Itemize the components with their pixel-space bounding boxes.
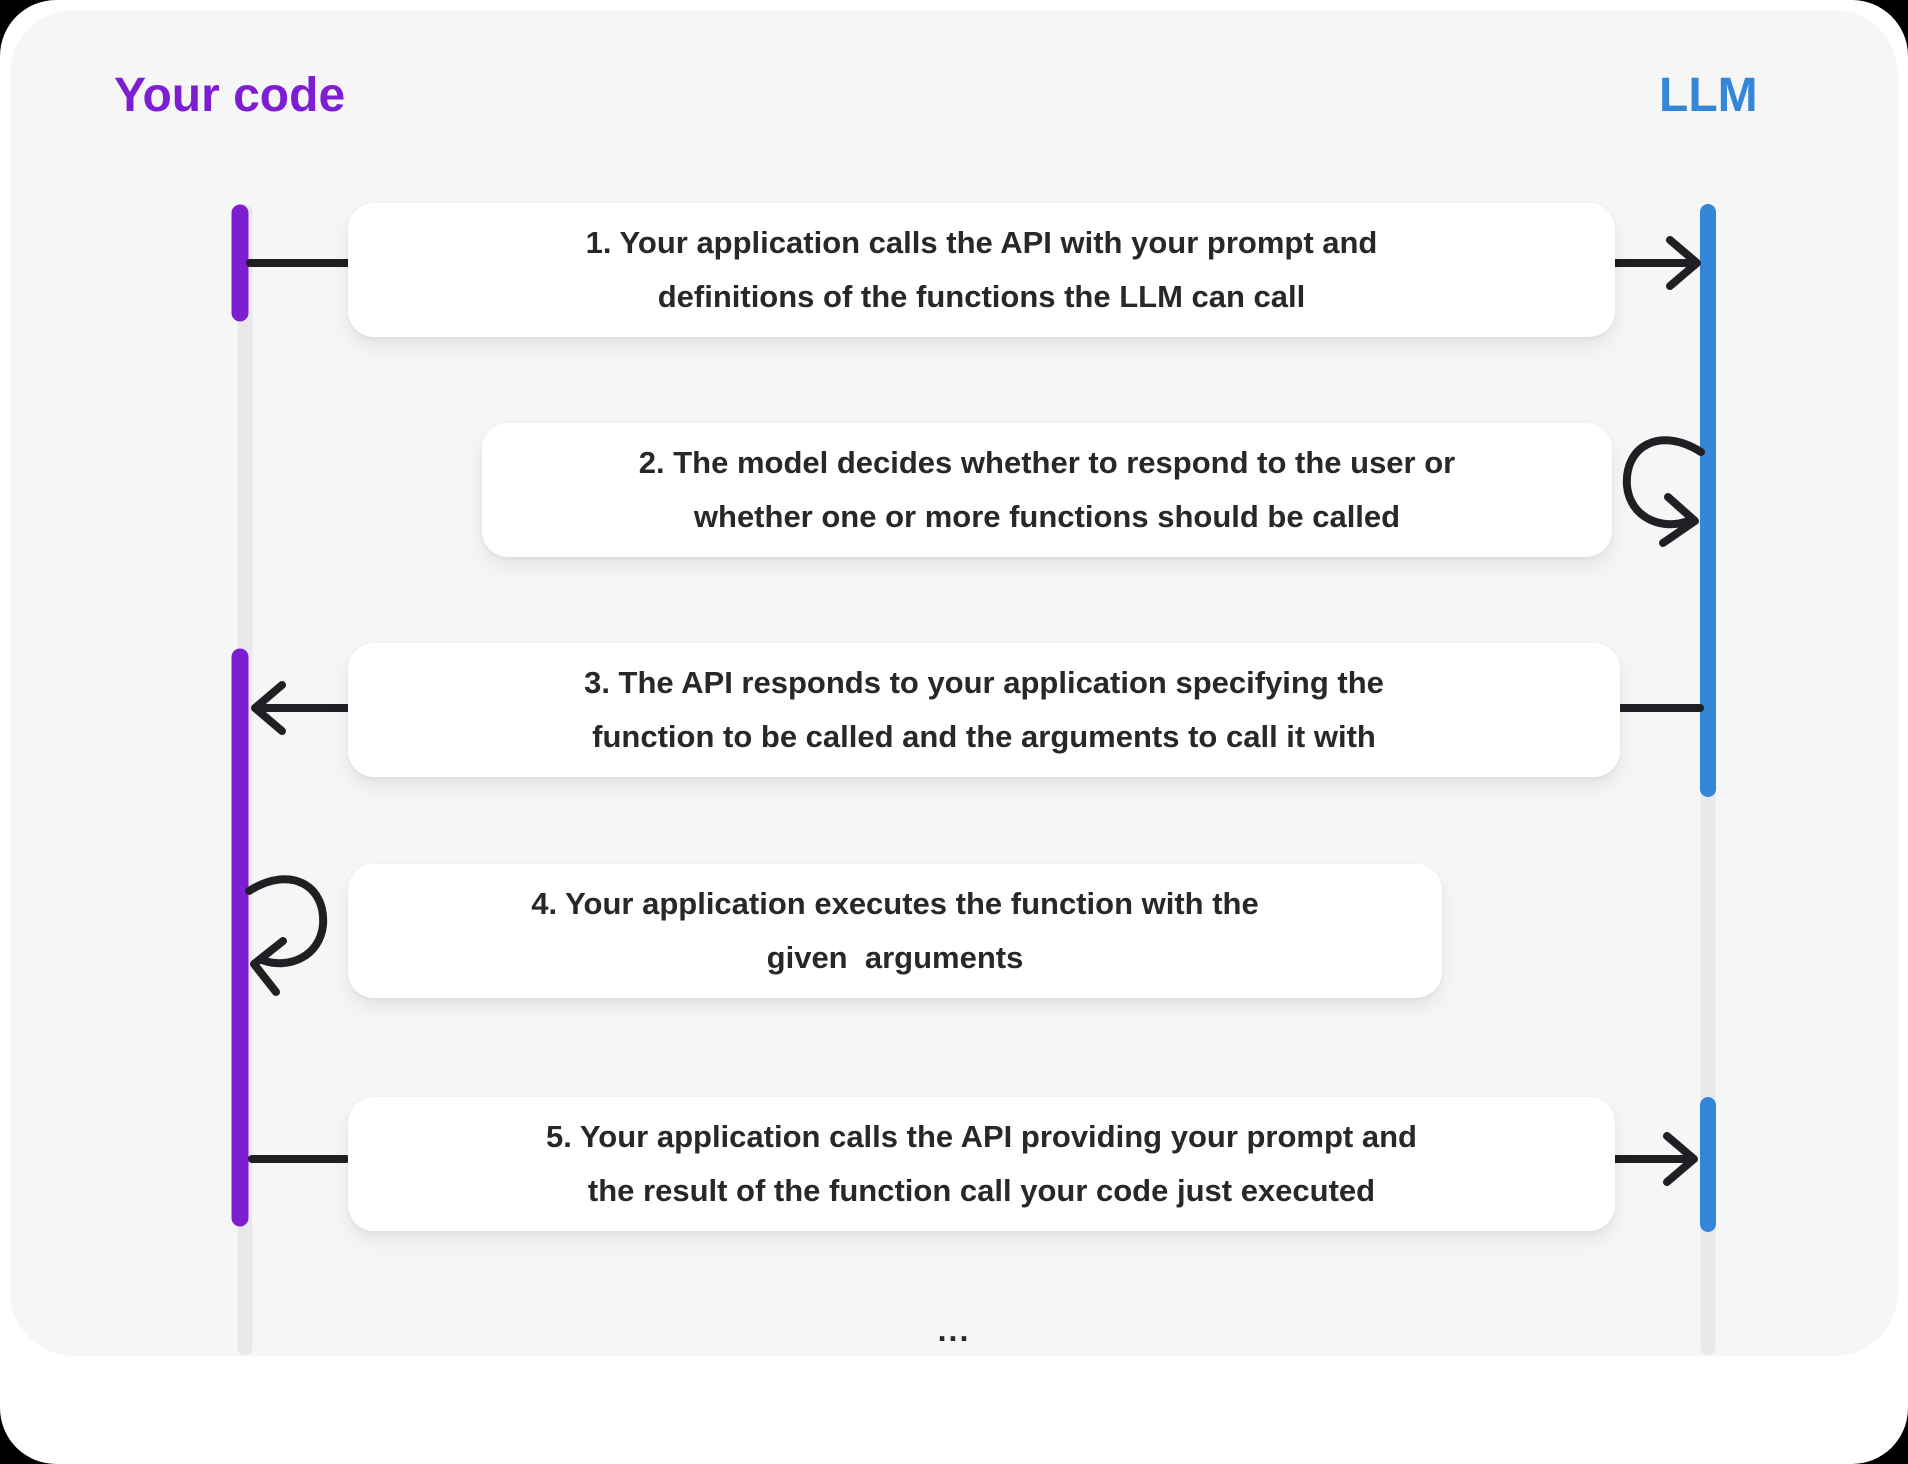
- continuation-ellipsis: ...: [937, 1312, 971, 1348]
- step-box-4: 4. Your application executes the functio…: [348, 864, 1442, 998]
- arrowhead-step5-right-icon: [1663, 1132, 1698, 1186]
- step-2-line-1: 2. The model decides whether to respond …: [638, 445, 1456, 480]
- step-box-2: 2. The model decides whether to respond …: [482, 423, 1612, 557]
- self-loop-llm: [1622, 436, 1705, 529]
- step-3-line-1: 3. The API responds to your application …: [584, 665, 1384, 700]
- arrowhead-step1-right-icon: [1666, 236, 1701, 290]
- step-box-3: 3. The API responds to your application …: [348, 643, 1620, 777]
- actor-label-your-code: Your code: [114, 69, 346, 122]
- step-2-line-2: whether one or more functions should be …: [693, 499, 1401, 534]
- step-1-line-1: 1. Your application calls the API with y…: [585, 225, 1378, 260]
- step-4-line-2: given arguments: [766, 940, 1024, 975]
- actor-label-llm: LLM: [1659, 69, 1758, 122]
- step-4-line-1: 4. Your application executes the functio…: [531, 886, 1259, 921]
- step-5-line-1: 5. Your application calls the API provid…: [546, 1119, 1417, 1154]
- step-box-1: 1. Your application calls the API with y…: [348, 203, 1615, 337]
- arrowhead-self-loop-llm-icon: [1659, 493, 1699, 547]
- self-loop-your-code: [245, 875, 328, 968]
- arrowhead-step3-left-icon: [251, 681, 286, 735]
- step-3-line-2: function to be called and the arguments …: [592, 719, 1376, 754]
- step-box-5: 5. Your application calls the API provid…: [348, 1097, 1615, 1231]
- step-1-line-2: definitions of the functions the LLM can…: [657, 279, 1306, 314]
- step-5-line-2: the result of the function call your cod…: [587, 1173, 1376, 1208]
- arrowhead-self-loop-your-code-icon: [250, 937, 287, 996]
